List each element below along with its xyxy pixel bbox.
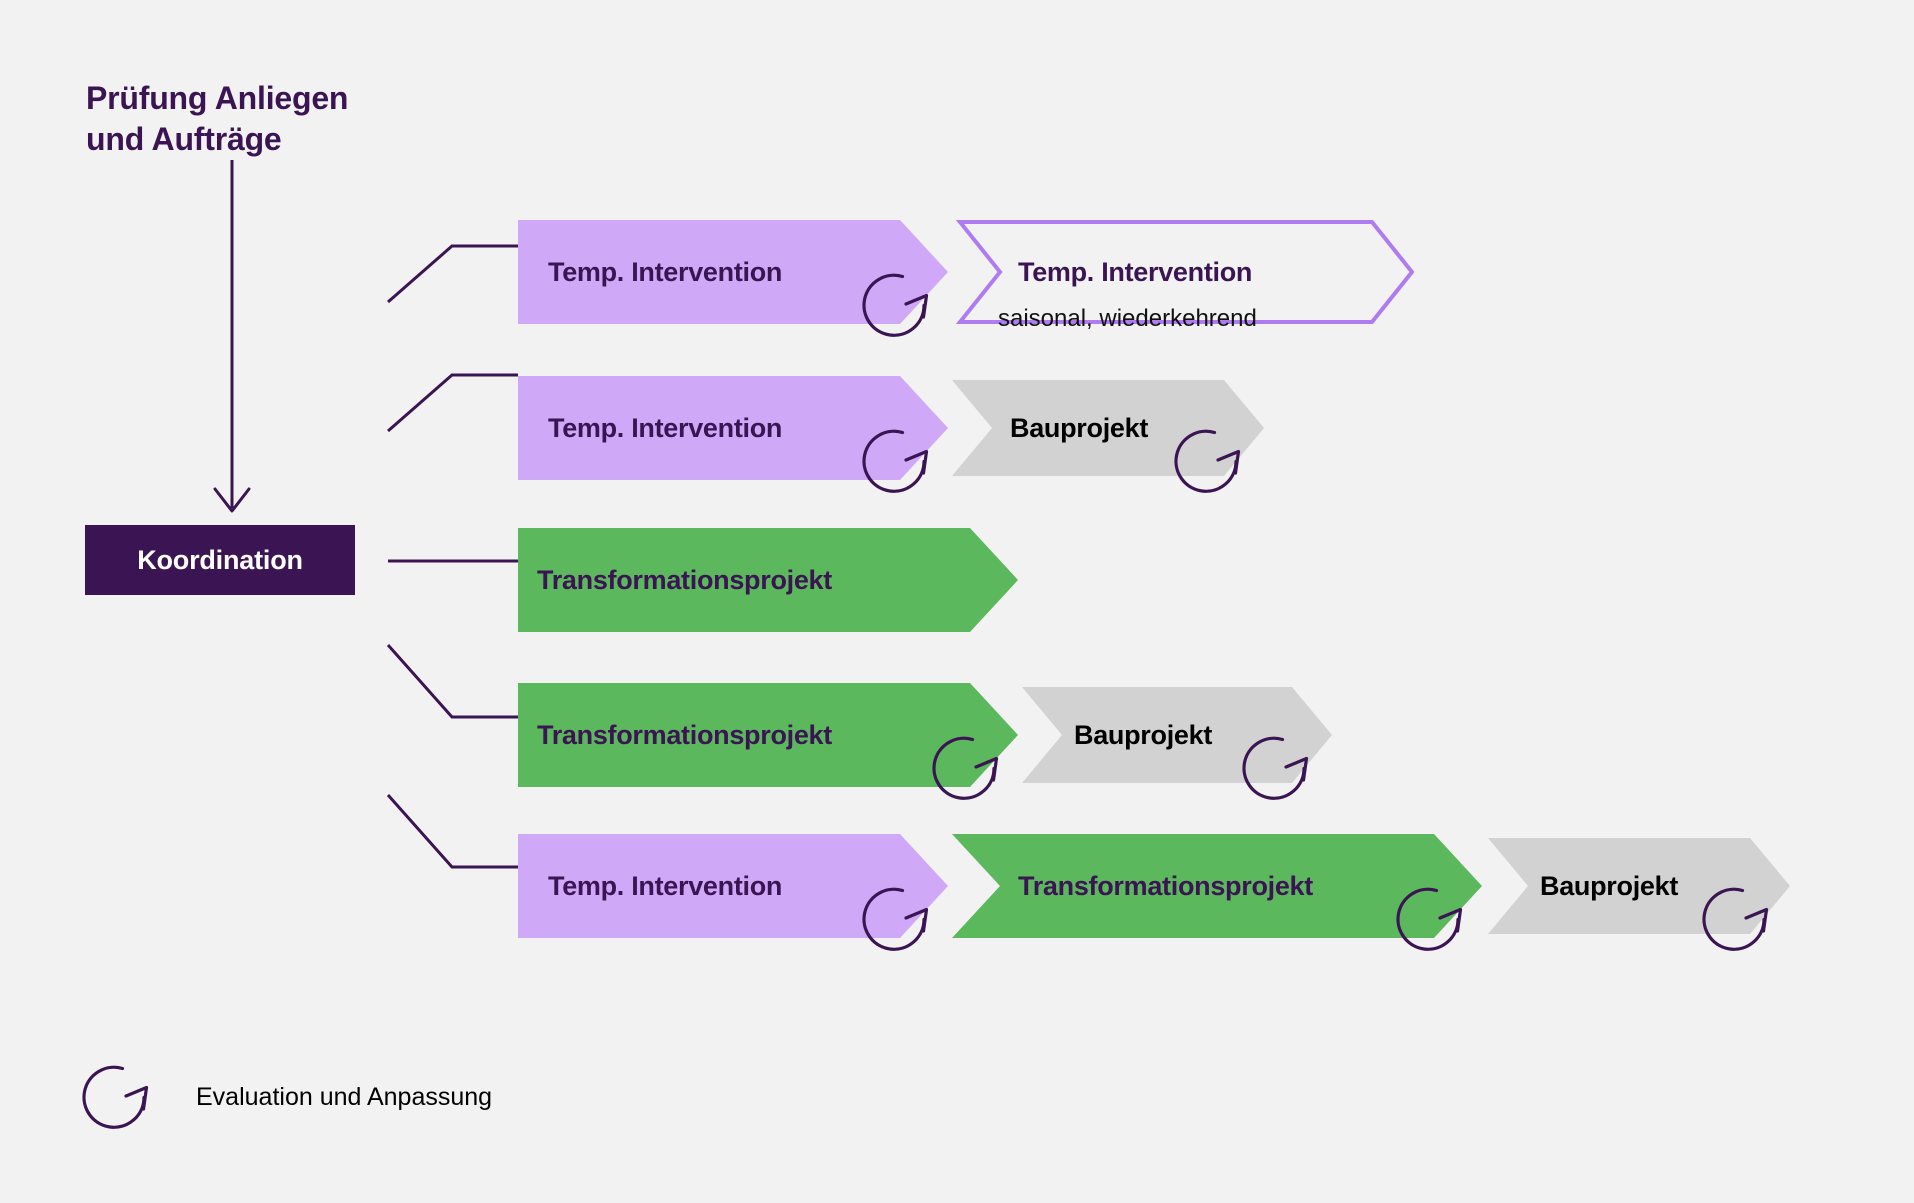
- legend-evaluation-loop-icon: [82, 1065, 149, 1129]
- row-1-stage-1-label: Temp. Intervention: [548, 257, 783, 287]
- page-title: Prüfung Anliegen und Aufträge: [86, 80, 349, 157]
- row-2-stage-2-label: Bauprojekt: [1010, 413, 1149, 443]
- row-1-stage-1-chevron[interactable]: [518, 220, 948, 324]
- row-4-stage-1-label: Transformationsprojekt: [537, 720, 832, 750]
- row-5-stage-1-label: Temp. Intervention: [548, 871, 783, 901]
- row-1-stage-2-label: Temp. Intervention: [1018, 257, 1253, 287]
- legend-label: Evaluation und Anpassung: [196, 1083, 493, 1111]
- row-4-stage-2-label: Bauprojekt: [1074, 720, 1213, 750]
- row-5-stage-2-label: Transformationsprojekt: [1018, 871, 1313, 901]
- row-2-stage-1-label: Temp. Intervention: [548, 413, 783, 443]
- row-2-stage-1-chevron[interactable]: [518, 376, 948, 480]
- connector-row-1: [387, 244, 518, 304]
- row-3-stage-1-chevron[interactable]: [518, 528, 1018, 632]
- row-2-stage-2-chevron[interactable]: [952, 380, 1264, 476]
- row-3-stage-1-label: Transformationsprojekt: [537, 565, 832, 595]
- row-5-stage-3-chevron[interactable]: [1488, 838, 1790, 934]
- row-5-stage-3-label: Bauprojekt: [1540, 871, 1679, 901]
- row-1-stage-2-chevron[interactable]: [955, 220, 1415, 324]
- flow-arrow-down: [213, 160, 251, 513]
- connector-row-2: [387, 373, 518, 433]
- koordination-node[interactable]: Koordination: [85, 525, 355, 595]
- row-4-stage-1-chevron[interactable]: [518, 683, 1018, 787]
- koordination-label: Koordination: [137, 544, 303, 575]
- connector-row-5: [386, 794, 518, 869]
- row-5-stage-1-chevron[interactable]: [518, 834, 948, 938]
- connector-row-4: [386, 644, 518, 719]
- row-1-caption: saisonal, wiederkehrend: [998, 305, 1257, 332]
- row-4-stage-2-chevron[interactable]: [1022, 687, 1332, 783]
- row-5-stage-2-chevron[interactable]: [952, 834, 1482, 938]
